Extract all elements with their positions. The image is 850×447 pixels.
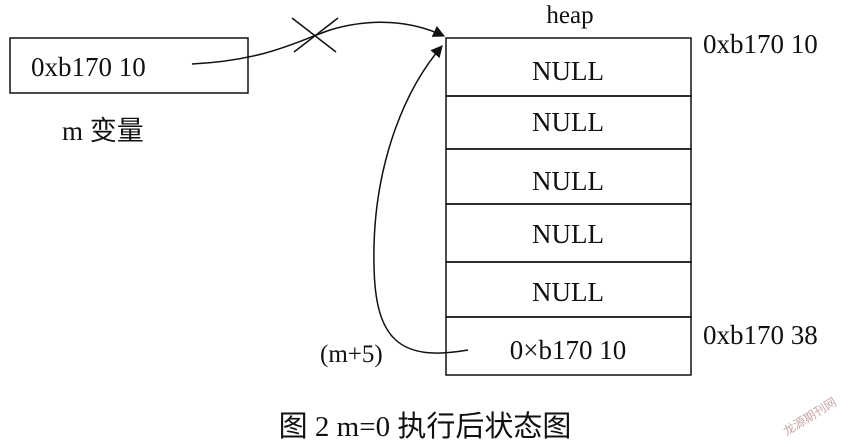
heap-cell-value: NULL — [532, 56, 604, 86]
heap-start-address: 0xb170 10 — [703, 29, 818, 59]
heap-cell — [445, 316, 692, 376]
watermark-logo: 龙源期刊网 — [781, 395, 839, 439]
old-pointer-arrow — [191, 21, 446, 65]
cross-out-mark — [291, 17, 339, 53]
heap-cell-value: NULL — [532, 277, 604, 307]
heap-title: heap — [546, 2, 593, 29]
figure-caption: 图 2 m=0 执行后状态图 — [279, 410, 572, 443]
heap-cell-value: 0×b170 10 — [510, 335, 626, 365]
variable-value: 0xb170 10 — [31, 52, 146, 82]
heap-block: NULL NULL NULL NULL NULL 0×b170 10 — [445, 37, 692, 376]
heap-cell-value: NULL — [532, 219, 604, 249]
variable-box — [9, 37, 249, 94]
pointer-label: (m+5) — [320, 341, 383, 368]
back-pointer-arrow — [373, 45, 469, 354]
heap-cell-value: NULL — [532, 166, 604, 196]
heap-cell-value: NULL — [532, 107, 604, 137]
variable-label: m 变量 — [62, 116, 144, 146]
heap-end-address: 0xb170 38 — [703, 320, 818, 350]
